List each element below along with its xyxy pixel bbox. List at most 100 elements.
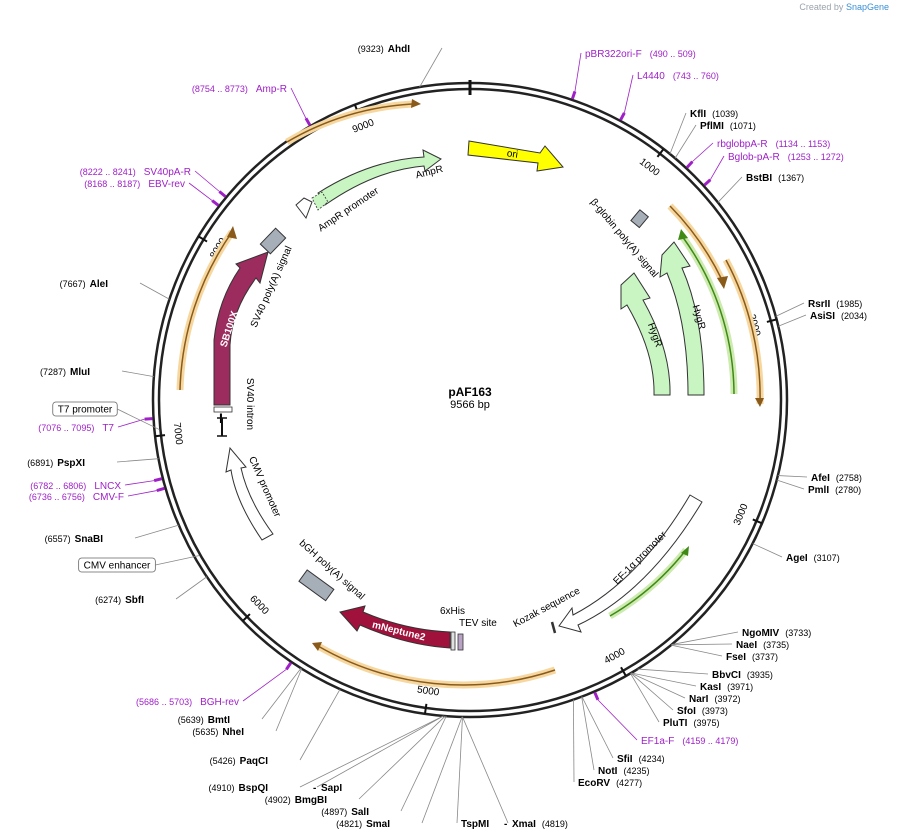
tev-site-label: TEV site (459, 618, 497, 629)
site-leader (139, 282, 170, 300)
site-position: (3935) (747, 670, 773, 680)
primer-name: LNCX (94, 481, 121, 492)
primer-mark (619, 112, 626, 121)
site-leader (777, 475, 808, 478)
site-name: SbfI (125, 595, 144, 606)
primer-mark (703, 178, 712, 187)
primer-name: BGH-rev (200, 697, 239, 708)
orange-arc-right-a (669, 205, 723, 281)
site-position: (6274) (95, 595, 121, 605)
ampr-promoter-overlap (311, 191, 329, 211)
orange-arrowhead-3 (717, 276, 728, 289)
site-leader (775, 302, 805, 317)
site-name: NaeI (736, 640, 757, 651)
tick-label: 1000 (637, 156, 662, 179)
tick-mark (752, 518, 763, 525)
tick-label: 7000 (171, 422, 185, 446)
primer-leader (597, 699, 638, 741)
site-position: (4897) (321, 807, 347, 817)
primer-mark (685, 160, 694, 169)
primer-position: (5686 .. 5703) (136, 697, 192, 707)
created-by-credit: Created by SnapGene (799, 2, 889, 12)
tick-mark (154, 434, 166, 438)
snapgene-brand: SnapGene (845, 2, 889, 12)
site-name: SalI (351, 807, 369, 818)
site-position: (3735) (763, 640, 789, 650)
orange-arc-top-left (286, 103, 413, 143)
orange-arrowhead-4 (755, 398, 764, 407)
site-name: PspXI (57, 458, 85, 469)
site-leader (419, 47, 443, 88)
site-position: (2780) (835, 485, 861, 495)
primer-name: rbglobpA-R (717, 139, 768, 150)
site-position: (4910) (209, 783, 235, 793)
site-name: SmaI (366, 819, 390, 830)
site-name: BspQI (239, 783, 269, 794)
tick-label: 9000 (351, 117, 376, 135)
site-position: (3737) (752, 652, 778, 662)
primer-name: EBV-rev (148, 179, 185, 190)
primer-leader (242, 669, 287, 702)
primer-position: (490 .. 509) (650, 49, 696, 59)
site-position: (4277) (616, 778, 642, 788)
ori-label: ori (506, 148, 519, 160)
site-leader (275, 668, 303, 732)
primer-position: (743 .. 760) (673, 71, 719, 81)
site-leader (717, 176, 743, 203)
primer-mark (218, 190, 227, 198)
site-leader (456, 716, 463, 824)
site-position: (5639) (178, 715, 204, 725)
mneptune2-label: mNeptune2 (371, 620, 427, 644)
site-name: AleI (90, 279, 109, 290)
site-name: BmgBI (295, 795, 327, 806)
site-leader (631, 672, 697, 687)
site-position: (5426) (210, 756, 236, 766)
site-leader (581, 696, 595, 771)
primer-name: SV40pA-R (144, 167, 191, 178)
hygr-feature-right (659, 241, 705, 396)
ampr-promoter-feature (295, 197, 313, 220)
boxed-feature-label: T7 promoter (58, 405, 113, 416)
primer-position: (8222 .. 8241) (80, 167, 136, 177)
ori-feature (467, 140, 564, 172)
site-leader (299, 688, 341, 761)
site-name: BbvCI (712, 670, 741, 681)
site-name: BmtI (208, 715, 230, 726)
site-name: KasI (700, 682, 721, 693)
site-position: (3733) (785, 628, 811, 638)
orange-arrowhead-5 (312, 642, 322, 651)
site-position: (3972) (714, 694, 740, 704)
primer-mark (153, 477, 163, 483)
site-leader (175, 576, 208, 600)
site-leader (630, 672, 686, 699)
mneptune2-feature (339, 605, 451, 649)
site-name: AgeI (786, 553, 808, 564)
site-leader (581, 696, 614, 759)
green-arrowhead-2 (681, 546, 689, 556)
site-dash: - (313, 783, 316, 794)
site-name: PflMI (700, 121, 724, 132)
orange-arrowhead-1 (411, 99, 421, 108)
site-position: (4234) (639, 754, 665, 764)
beta-globin-polya-feature (630, 209, 650, 229)
site-name: SapI (321, 783, 342, 794)
site-name: AsiSI (810, 311, 835, 322)
6xhis-label: 6xHis (440, 606, 465, 617)
site-name: BstBI (746, 173, 772, 184)
primer-position: (6736 .. 6756) (29, 492, 85, 502)
site-position: (3973) (702, 706, 728, 716)
site-position: (6557) (45, 534, 71, 544)
ef1a-promoter-feature (558, 494, 703, 633)
site-name: PaqCI (240, 756, 269, 767)
primer-mark (285, 661, 293, 671)
site-name: SnaBI (75, 534, 104, 545)
tick-mark (766, 318, 777, 323)
tick-label: 4000 (602, 646, 627, 667)
site-position: (6891) (27, 458, 53, 468)
kozak-feature (550, 621, 557, 634)
site-leader (421, 716, 463, 824)
ampr-feature (317, 149, 442, 206)
primer-mark (304, 117, 312, 126)
site-position: (1367) (778, 173, 804, 183)
site-leader (752, 543, 783, 558)
